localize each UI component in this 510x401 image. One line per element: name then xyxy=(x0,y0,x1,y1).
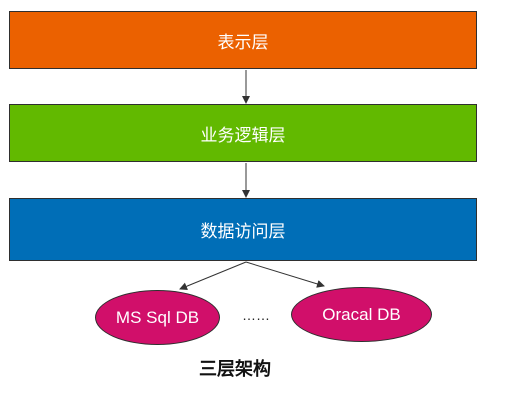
data-access-layer-label: 数据访问层 xyxy=(200,222,286,242)
more-databases-ellipsis: …… xyxy=(242,307,270,323)
data-access-layer-box: 数据访问层 xyxy=(9,198,477,261)
mssql-db-label: MS Sql DB xyxy=(115,307,200,327)
presentation-layer-label: 表示层 xyxy=(217,32,269,53)
diagram-caption: 三层架构 xyxy=(199,359,271,380)
business-logic-layer-box: 业务逻辑层 xyxy=(9,104,477,162)
presentation-layer-box: 表示层 xyxy=(9,11,477,69)
arrow-data-to-mssql xyxy=(179,261,247,291)
mssql-db-node: MS Sql DB xyxy=(95,290,220,345)
oracle-db-node: Oracal DB xyxy=(291,287,432,342)
business-logic-layer-label: 业务逻辑层 xyxy=(200,125,286,146)
oracle-db-label: Oracal DB xyxy=(322,304,401,324)
arrow-data-to-oracle xyxy=(245,261,325,288)
